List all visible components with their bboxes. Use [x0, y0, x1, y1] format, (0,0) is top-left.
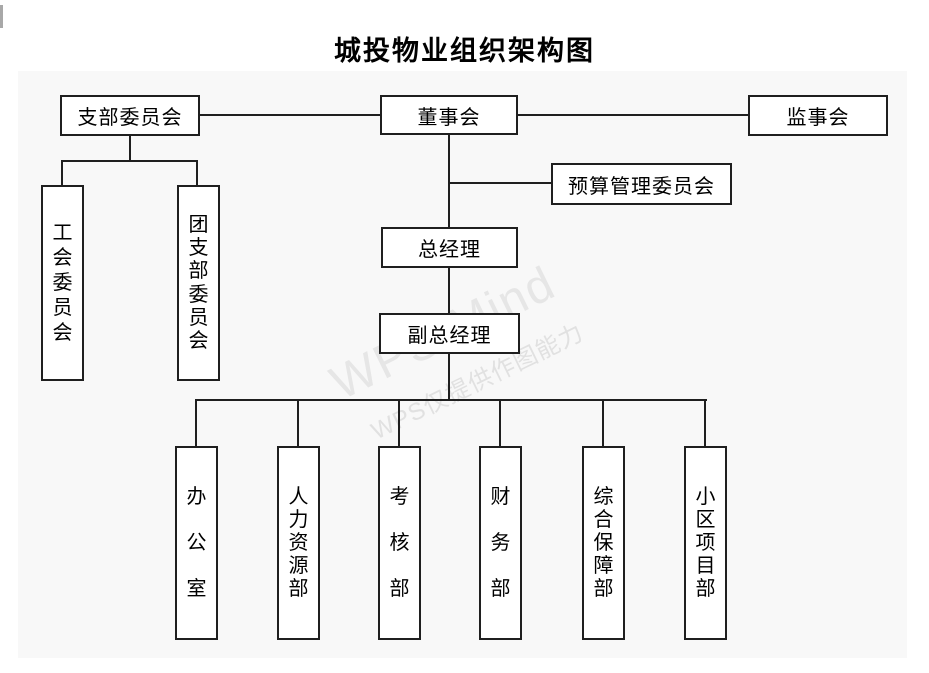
node-label: 工会委员会: [52, 222, 73, 344]
node-label: 人力资源部: [288, 486, 309, 600]
node-union-committee[interactable]: 工会委员会: [41, 185, 84, 381]
node-general-manager[interactable]: 总经理: [381, 227, 518, 268]
node-dept-human-resources[interactable]: 人力资源部: [277, 446, 320, 640]
node-label: 总经理: [418, 239, 481, 261]
connector-deputy-down: [448, 354, 450, 401]
node-label: 小区项目部: [695, 486, 716, 600]
connector-dept-drop-5: [602, 399, 604, 446]
node-dept-assessment[interactable]: 考核部: [378, 446, 421, 640]
node-deputy-general-manager[interactable]: 副总经理: [379, 313, 520, 354]
connector-dept-drop-6: [704, 399, 706, 446]
node-board-of-directors[interactable]: 董事会: [380, 95, 518, 135]
diagram-canvas: [18, 71, 907, 658]
connector-dept-drop-3: [398, 399, 400, 446]
node-supervisory-board[interactable]: 监事会: [748, 95, 888, 136]
node-dept-finance[interactable]: 财务部: [479, 446, 522, 640]
connector-board-to-supervisory: [518, 114, 748, 116]
connector-dept-drop-2: [297, 399, 299, 446]
connector-gm-to-deputy: [448, 268, 450, 313]
node-label: 预算管理委员会: [568, 175, 715, 198]
connector-union-drop: [61, 160, 63, 187]
connector-dept-drop-1: [195, 399, 197, 446]
connector-budget-branch: [449, 182, 551, 184]
chart-title: 城投物业组织架构图: [334, 36, 595, 66]
node-label: 董事会: [417, 106, 481, 129]
node-label: 综合保障部: [593, 486, 614, 600]
connector-branch-split: [61, 160, 198, 162]
node-branch-committee[interactable]: 支部委员会: [60, 95, 200, 136]
node-label: 办公室: [186, 486, 207, 600]
node-budget-committee[interactable]: 预算管理委员会: [551, 163, 732, 205]
node-dept-comprehensive-support[interactable]: 综合保障部: [582, 446, 625, 640]
node-dept-office[interactable]: 办公室: [175, 446, 218, 640]
connector-board-to-gm: [448, 135, 450, 227]
connector-youth-league-drop: [196, 160, 198, 187]
node-label: 支部委员会: [77, 107, 183, 129]
connector-branch-down: [129, 136, 131, 162]
node-youth-league-branch-committee[interactable]: 团支部委员会: [177, 185, 220, 381]
node-label: 副总经理: [407, 325, 492, 347]
node-label: 财务部: [490, 486, 511, 600]
connector-branch-to-board: [200, 114, 380, 116]
node-label: 考核部: [389, 486, 410, 600]
node-label: 团支部委员会: [188, 214, 209, 352]
scrollbar-fragment[interactable]: [0, 5, 3, 28]
connector-dept-drop-4: [499, 399, 501, 446]
connector-department-bus: [196, 399, 707, 401]
node-label: 监事会: [786, 107, 850, 129]
node-dept-community-project[interactable]: 小区项目部: [684, 446, 727, 640]
